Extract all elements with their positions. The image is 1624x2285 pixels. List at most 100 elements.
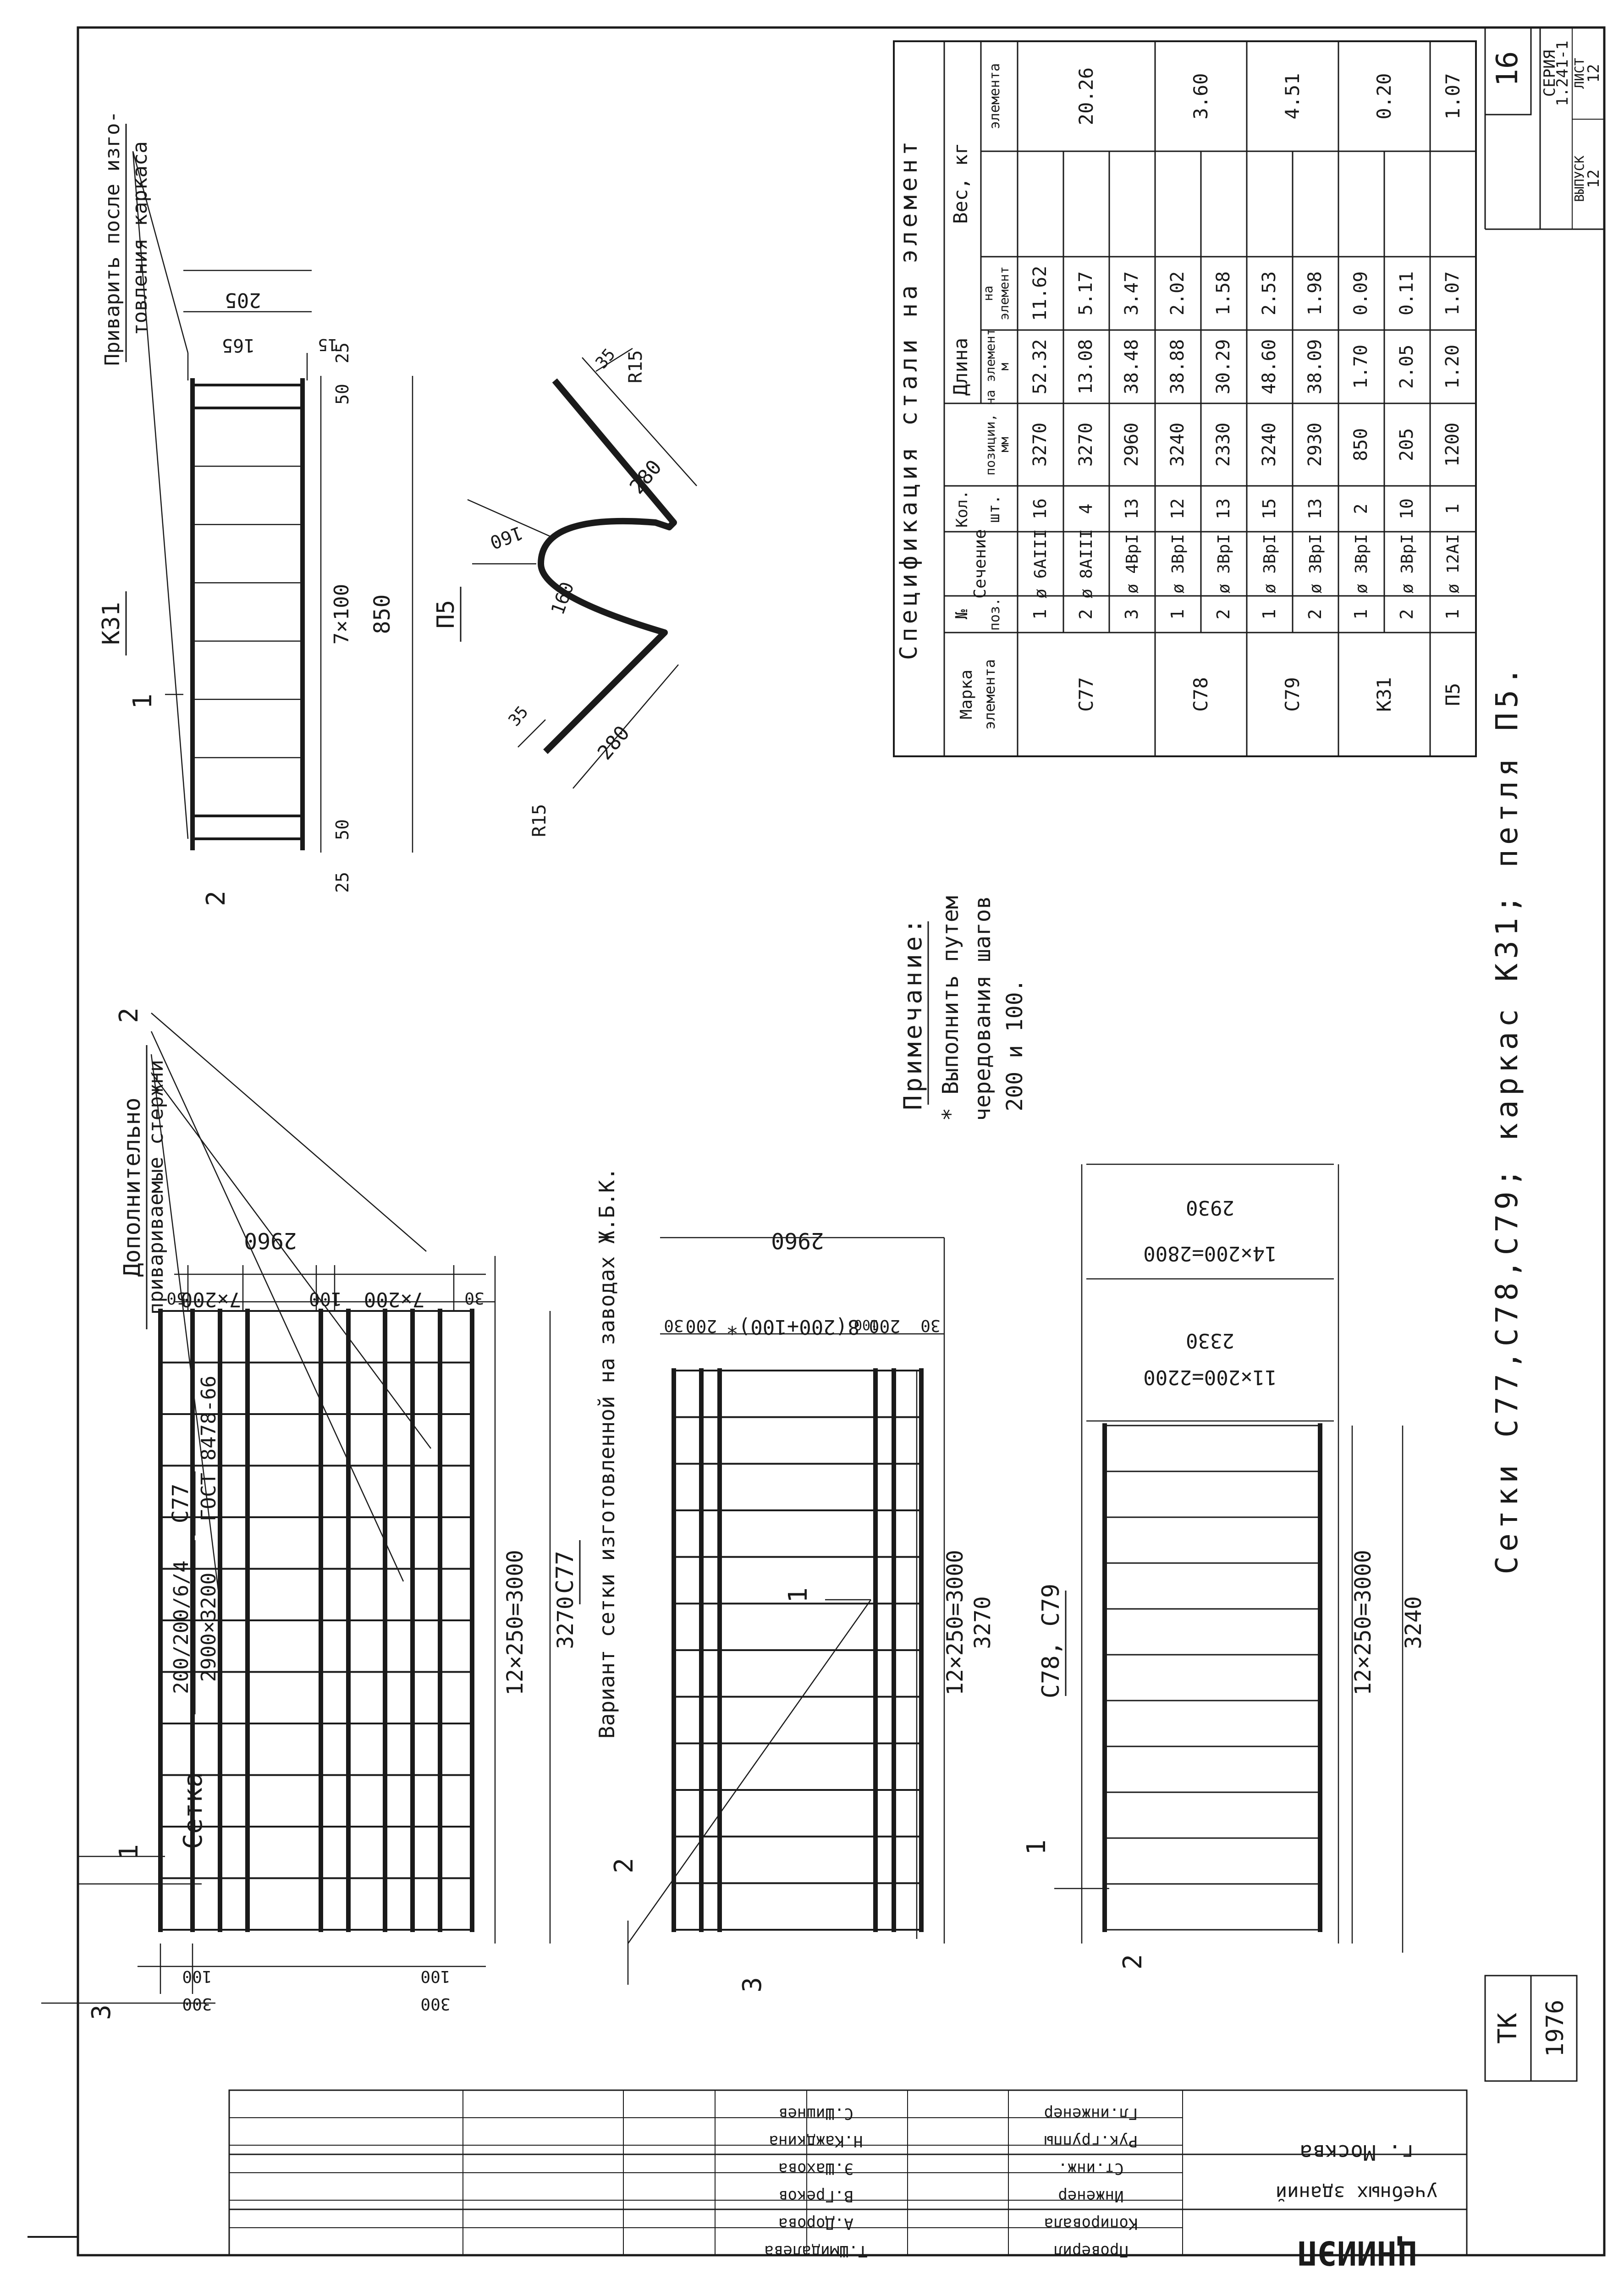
spec-cell-pos: 2 (1213, 609, 1233, 620)
stamp-name: Т.Шмидалева (764, 2242, 867, 2260)
c78-pos-1: 1 (1022, 1839, 1051, 1855)
k31-pos-2: 2 (201, 891, 231, 906)
spec-cell-w-tot: 4.51 (1281, 73, 1304, 119)
stamp-name: А.Дорова (778, 2214, 853, 2233)
frame-k31: 25 50 7×100 850 50 25 205 165 15 1 2 К31… (98, 111, 413, 906)
c78-dim-a-inner: 11×200=2200 (1143, 1365, 1277, 1389)
note-title: Примечание: (898, 916, 927, 1110)
series-label: СЕРИЯ (1541, 50, 1559, 97)
spec-cell-len-pos: 850 (1350, 428, 1371, 461)
spec-cell-len-pos: 3240 (1167, 423, 1188, 467)
stamp-role: Ст.инж. (1058, 2159, 1123, 2178)
k31-dim-850: 850 (369, 595, 395, 634)
spec-h-mark-2: элемента (981, 659, 998, 730)
spec-cell-w-tot: 1.07 (1442, 73, 1464, 119)
k31-mark: К31 (98, 602, 125, 645)
k31-dim-15: 15 (318, 335, 337, 354)
page-number: 16 (1491, 51, 1525, 86)
c77-dim-total: 3270 (553, 1596, 578, 1649)
c77-dim-left-100: 100 (182, 1967, 212, 1986)
spec-cell-w-el: 11.62 (1029, 266, 1051, 321)
spec-cell-len-el: 1.70 (1350, 345, 1371, 389)
c78-dim-span: 12×250=3000 (1350, 1550, 1376, 1696)
k31-dim-165: 165 (222, 335, 255, 356)
spec-cell-qty: 10 (1397, 498, 1417, 519)
spec-cell-qty: 1 (1442, 504, 1463, 514)
spec-cell-qty: 16 (1030, 498, 1050, 519)
spec-cell-section: ø 12АI (1444, 534, 1463, 594)
spec-cell-pos: 1 (1167, 609, 1188, 620)
spec-cell-len-el: 48.60 (1259, 339, 1280, 394)
org-name: учебных зданий (1276, 2182, 1438, 2204)
spec-h-len-pos-2: мм (996, 437, 1012, 452)
spec-cell-w-el: 1.07 (1442, 271, 1463, 315)
spec-cell-len-pos: 205 (1396, 428, 1417, 461)
k31-note-top: Приварить после изго- (101, 111, 124, 366)
k31-note-bottom: товления каркаса (128, 141, 152, 336)
org-city: г. Москва (1299, 2140, 1414, 2165)
c77-dim-50: 50 (166, 1288, 186, 1307)
spec-cell-w-tot: 3.60 (1189, 73, 1212, 119)
spec-cell-len-el: 52.32 (1029, 339, 1051, 394)
mesh-c77: 12×250=3000 3270 2960 7×200 100 7×200 50… (41, 1008, 578, 2020)
spec-cell-w-tot: 0.20 (1373, 73, 1395, 119)
spec-cell-qty: 13 (1213, 498, 1233, 519)
spec-cell-section: ø 3ВрI (1215, 534, 1233, 594)
spec-cell-section: ø 3ВрI (1306, 534, 1325, 594)
series-box: СЕРИЯ 1.241-1 ВЫПУСК 12 ЛИСТ 12 (1539, 27, 1605, 230)
c77v-pos-1: 1 (783, 1587, 813, 1603)
note-line-2: чередования шагов (970, 896, 996, 1121)
spec-cell-len-pos: 2930 (1305, 423, 1326, 467)
stamp-name: Э.Шахова (778, 2159, 853, 2178)
p5-dim-280b: 280 (625, 456, 666, 499)
series-value: 1.241-1 (1553, 40, 1572, 106)
c77-pos-3: 3 (87, 2004, 116, 2020)
p5-dim-r15b: R15 (625, 350, 646, 383)
spec-cell-pos: 2 (1397, 609, 1417, 620)
c77v-dim-formula: 8(200+100)* (726, 1315, 859, 1338)
c77v-dim-30b: 30 (920, 1316, 940, 1335)
spec-cell-w-el: 5.17 (1075, 271, 1096, 315)
c77v-dim-height: 2960 (771, 1228, 824, 1253)
spec-cell-w-el: 2.02 (1167, 271, 1188, 315)
spec-cell-len-el: 2.05 (1396, 345, 1417, 389)
c77-gost: ГОСТ 8478-66 (197, 1376, 220, 1521)
p5-dim-r15a: R15 (529, 804, 550, 837)
spec-cell-mark: К31 (1373, 677, 1395, 712)
spec-cell-w-tot: 20.26 (1075, 67, 1097, 125)
c78-dim-a-total: 2330 (1186, 1329, 1234, 1352)
c77v-dim-30a: 30 (664, 1316, 683, 1335)
sheet-label: ЛИСТ (1572, 58, 1587, 89)
spec-cell-pos: 1 (1442, 609, 1463, 620)
mesh-c77-variant: 12×250=3000 3270 2960 8(200+100)* 200 20… (551, 1167, 996, 1993)
c77-note-top: Дополнительно (119, 1097, 145, 1277)
page-number-box: 16 (1484, 27, 1532, 116)
code-box: ТК 1976 (1484, 1975, 1578, 2082)
stamp-role: Рук.группы (1044, 2132, 1138, 2150)
sheet-code: ТК (1493, 2013, 1523, 2044)
stamp-name: Н.Каждкина (769, 2132, 863, 2150)
spec-cell-mark: П5 (1442, 683, 1464, 706)
c77-dim-7x200-b: 7×200 (364, 1288, 424, 1311)
issue-label: ВЫПУСК (1572, 155, 1587, 202)
spec-cell-len-pos: 2960 (1121, 423, 1142, 467)
spec-cell-pos: 2 (1076, 609, 1096, 620)
spec-cell-len-pos: 3270 (1029, 423, 1051, 467)
c77-pos-2: 2 (114, 1008, 144, 1023)
c78-mark: С78, С79 (1037, 1584, 1065, 1698)
c77-dim-height: 2960 (244, 1228, 297, 1253)
c77-formula-top: 200/200/6/4 (170, 1560, 193, 1694)
stamp-role: Инженер (1058, 2187, 1123, 2205)
mesh-c78-c79: 12×250=3000 3240 11×200=2200 2330 14×200… (1022, 1163, 1426, 1970)
p5-dim-35b: 35 (592, 345, 619, 373)
k31-dim-25b: 25 (332, 342, 352, 363)
p5-mark: П5 (432, 600, 460, 629)
k31-dim-50b: 50 (332, 384, 352, 405)
c77v-dim-200a: 200 (686, 1316, 717, 1336)
spec-h-section: Сечение (971, 529, 990, 599)
c77-label-prefix: Сетка (178, 1772, 208, 1850)
c77-dim-7x200-a: 7×200 (181, 1288, 241, 1311)
stamp-role: Проверил (1053, 2242, 1129, 2260)
c78-pos-2: 2 (1118, 1954, 1148, 1970)
